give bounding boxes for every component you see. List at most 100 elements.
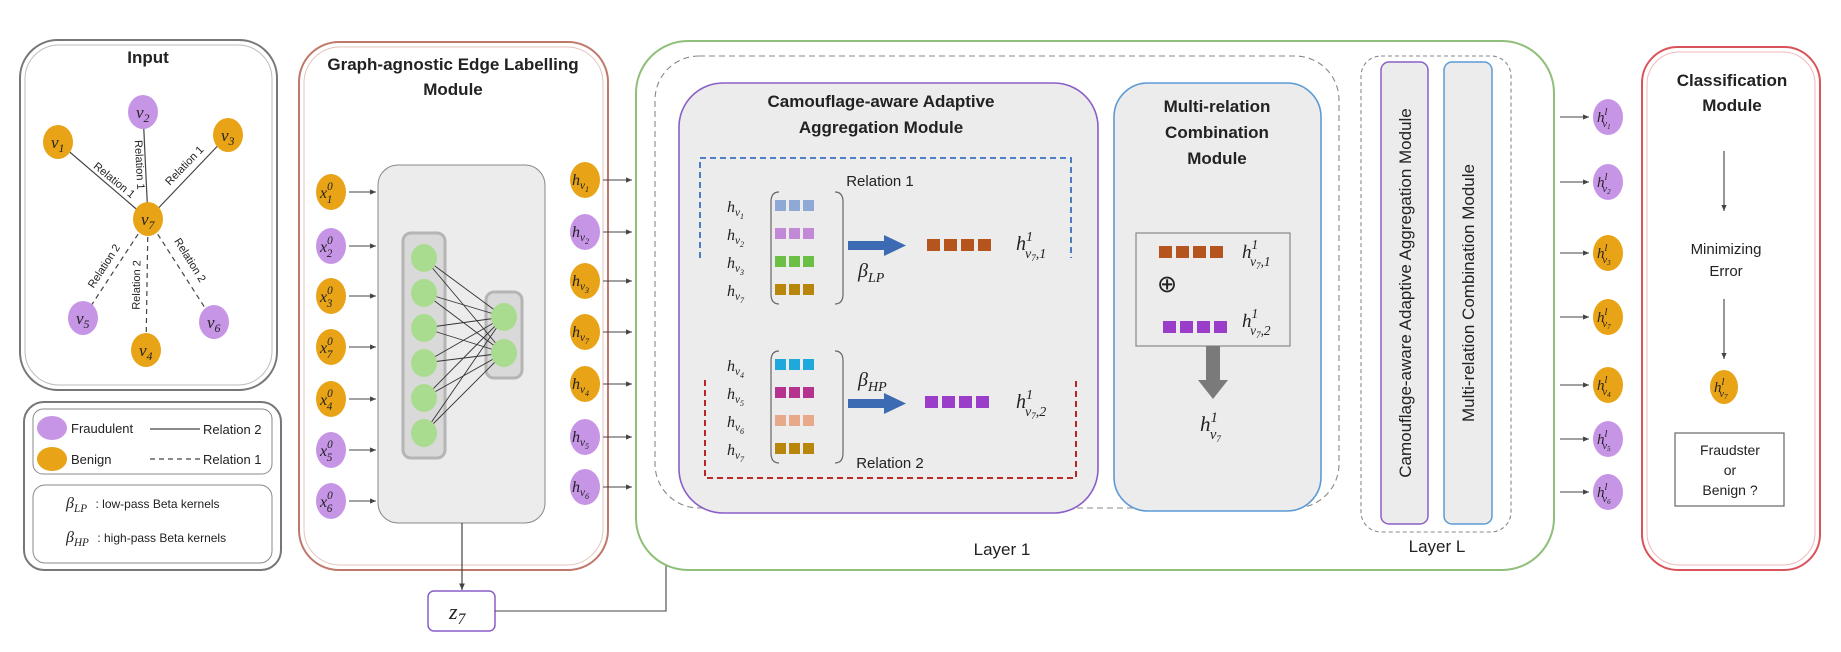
neuron xyxy=(411,349,437,377)
bracket-right xyxy=(834,191,844,305)
neighbor-row: hv4 xyxy=(727,358,814,380)
beta-hp-label: βHP xyxy=(857,369,887,395)
svg-text:hv6: hv6 xyxy=(572,479,589,501)
classification-module: Classification Module Minimizing Error h… xyxy=(1641,46,1821,571)
bracket-right xyxy=(834,350,844,464)
neighbor-row: hv7 xyxy=(727,283,814,305)
neuron xyxy=(411,314,437,342)
neuron xyxy=(411,419,437,447)
embedding-square xyxy=(942,396,955,408)
svg-text:hv3: hv3 xyxy=(572,273,589,295)
mrc-title-3: Module xyxy=(1187,149,1247,168)
lp-arrow xyxy=(848,235,906,256)
beta-lp-label: βLP xyxy=(857,260,885,286)
embedding-node: hv3 xyxy=(570,263,600,299)
feature-square xyxy=(803,228,814,239)
feature-square xyxy=(789,359,800,370)
hp-arrow xyxy=(848,393,906,414)
input-node-v1: v1 xyxy=(43,125,73,159)
neighbor-row: hv5 xyxy=(727,386,814,408)
caam-title-2: Aggregation Module xyxy=(799,118,963,137)
feature-square xyxy=(803,387,814,398)
feature-square xyxy=(789,200,800,211)
feature-square xyxy=(789,284,800,295)
embedding-node: hv4 xyxy=(570,366,600,402)
feature-square xyxy=(803,200,814,211)
embedding-node: hv5 xyxy=(570,419,600,455)
benign-swatch xyxy=(37,447,67,471)
embedding-square xyxy=(927,239,940,251)
layerL-mrc-text: Multi-relation Combination Module xyxy=(1459,164,1478,422)
caam-output2-blocks xyxy=(925,396,989,408)
feature-square xyxy=(775,256,786,267)
embedding-square xyxy=(976,396,989,408)
layer1-label: Layer 1 xyxy=(974,540,1031,559)
legend-panel: Fraudulent Relation 2 Benign Relation 1 … xyxy=(23,401,282,571)
relation1-label: Relation 1 xyxy=(846,173,914,190)
neighbor-row: hv6 xyxy=(727,414,814,436)
fraudulent-swatch xyxy=(37,416,67,440)
input-panel: Input Relation 1 Relation 1 Relation 1 R… xyxy=(19,39,278,391)
embedding-square xyxy=(944,239,957,251)
edge-module-title-2: Module xyxy=(423,80,483,99)
embedding-square xyxy=(959,396,972,408)
feature-square xyxy=(789,228,800,239)
caam-module: Camouflage-aware Adaptive Aggregation Mo… xyxy=(678,82,1099,514)
edge-label: Relation 2 xyxy=(131,260,144,310)
svg-text:hv7: hv7 xyxy=(727,283,745,305)
input-graph-edges xyxy=(57,111,229,351)
embedding-square xyxy=(1214,321,1227,333)
input-node-v2: v2 xyxy=(128,95,158,129)
svg-text:v2: v2 xyxy=(136,103,150,125)
neuron xyxy=(411,244,437,272)
classification-step-1: Minimizing xyxy=(1691,241,1762,258)
svg-text:hv5: hv5 xyxy=(572,429,589,451)
embedding-square xyxy=(1193,246,1206,258)
edge-label: Relation 1 xyxy=(132,140,147,190)
decision-line-2: or xyxy=(1724,462,1737,478)
mrc-down-arrow xyxy=(1198,346,1228,399)
oplus-icon: ⊕ xyxy=(1157,271,1177,298)
feature-square xyxy=(789,443,800,454)
input-node-v7: v7 xyxy=(133,202,163,236)
relation1-bracket xyxy=(699,157,1072,258)
bracket-left xyxy=(770,191,780,305)
embedding-square xyxy=(1180,321,1193,333)
layerL-caam-text: Camouflage-aware Adaptive Aggregation Mo… xyxy=(1396,108,1415,478)
feature-square xyxy=(789,415,800,426)
classification-title-1: Classification xyxy=(1677,71,1788,90)
svg-text:hv2: hv2 xyxy=(727,227,744,249)
svg-text:hv4: hv4 xyxy=(727,358,744,380)
input-node-v5: v5 xyxy=(68,301,98,335)
legend-relation1: Relation 1 xyxy=(203,452,262,467)
network-connections xyxy=(423,257,505,434)
input-node-v3: v3 xyxy=(213,118,243,152)
svg-text:hv6: hv6 xyxy=(727,414,744,436)
feature-square xyxy=(789,256,800,267)
feature-square xyxy=(789,387,800,398)
svg-text:x02: x02 xyxy=(319,235,333,260)
feature-square xyxy=(803,256,814,267)
